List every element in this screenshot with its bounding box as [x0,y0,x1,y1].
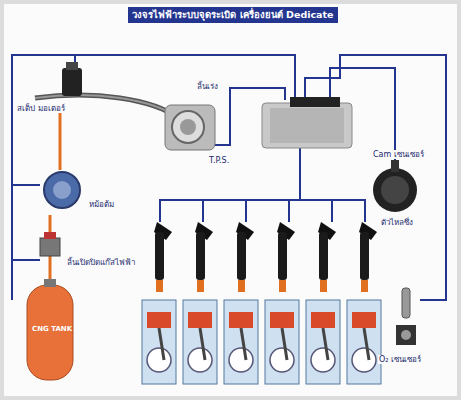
part-label: O₂ เซนเซอร์ [378,355,422,364]
tank-label: CNG TANK [31,325,73,333]
title-bar: วงจรไฟฟ้าระบบจุดระเบิด เครื่องยนต์ Dedic… [128,7,338,23]
part-label: ลิ้นเร่ง [196,82,219,91]
part-label: ลิ้นเปิดปิดแก๊สไฟฟ้า [66,258,136,267]
part-label: T.P.S. [208,156,230,165]
part-label: ตัวไหลซึ่ง [380,218,414,227]
part-label: สเต็ป มอเตอร์ [16,104,66,113]
part-label: หม้อต้ม [88,200,115,209]
part-label: Cam เซนเซอร์ [372,150,425,159]
